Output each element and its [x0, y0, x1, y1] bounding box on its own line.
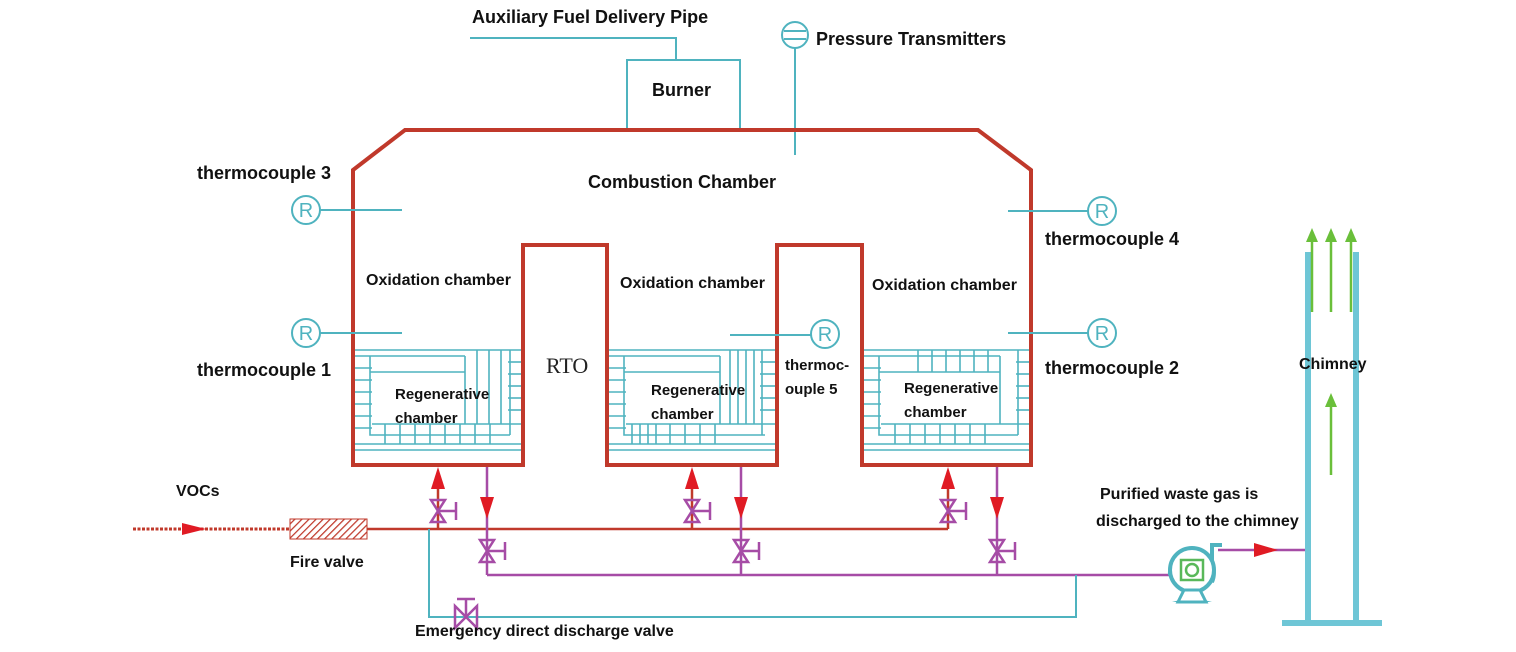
thermocouple-3-label: thermocouple 3 [197, 163, 331, 183]
svg-text:R: R [1095, 201, 1109, 223]
fire-valve-label: Fire valve [290, 554, 364, 571]
svg-text:R: R [1095, 323, 1109, 345]
inlet-flow-arrows [431, 467, 955, 489]
chimney-label: Chimney [1299, 356, 1367, 373]
pressure-transmitter-icon [781, 21, 809, 155]
fire-valve-icon [289, 518, 368, 540]
auxiliary-fuel-pipe-label: Auxiliary Fuel Delivery Pipe [472, 7, 708, 27]
burner-label: Burner [652, 80, 711, 100]
emergency-bypass-pipe [428, 529, 1077, 618]
oxidation-chamber-left-label: Oxidation chamber [366, 272, 511, 289]
thermocouple-1-icon: R [291, 318, 402, 348]
purified-gas-label-line2: discharged to the chimney [1096, 513, 1299, 530]
oxidation-chamber-middle-label: Oxidation chamber [620, 275, 765, 292]
thermocouple-4-label: thermocouple 4 [1045, 229, 1179, 249]
vocs-inlet-pipe [133, 480, 950, 540]
thermocouple-5-label-line2: ouple 5 [785, 381, 838, 398]
thermocouple-5-icon: R [730, 319, 840, 349]
purified-gas-label-line1: Purified waste gas is [1100, 486, 1258, 503]
auxiliary-fuel-pipe [470, 37, 677, 60]
outlet-valve-1-icon [477, 538, 507, 564]
thermocouple-5-label-line1: thermoc- [785, 357, 849, 374]
chimney-flow-arrows [1306, 228, 1357, 475]
outlet-flow-arrows [480, 497, 1278, 557]
svg-text:R: R [299, 200, 313, 222]
oxidation-chamber-right-label: Oxidation chamber [872, 277, 1017, 294]
regenerative-packing-right [864, 349, 1029, 451]
pressure-transmitters-label: Pressure Transmitters [816, 29, 1006, 49]
thermocouple-3-icon: R [291, 195, 402, 225]
regenerative-packing-middle [609, 349, 775, 451]
inlet-valve-3-icon [938, 498, 968, 524]
svg-text:R: R [299, 323, 313, 345]
emergency-valve-icon [453, 597, 479, 632]
chimney [1282, 252, 1382, 626]
regenerative-chamber-left-label-line2: chamber [395, 410, 458, 427]
regenerative-chamber-left-label-line1: Regenerative [395, 386, 489, 403]
vocs-label: VOCs [176, 483, 220, 500]
outlet-valve-2-icon [731, 538, 761, 564]
regenerative-chamber-middle-label-line1: Regenerative [651, 382, 745, 399]
regenerative-chamber-right-label-line2: chamber [904, 404, 967, 421]
rto-chamber-outline [351, 128, 1033, 467]
outlet-valve-3-icon [987, 538, 1017, 564]
thermocouple-4-icon: R [1008, 196, 1117, 226]
thermocouple-1-label: thermocouple 1 [197, 360, 331, 380]
regenerative-chamber-right-label-line1: Regenerative [904, 380, 998, 397]
burner [626, 59, 741, 130]
rto-label: RTO [546, 353, 588, 378]
exhaust-fan-icon [1167, 543, 1222, 604]
inlet-valve-2-icon [682, 498, 712, 524]
thermocouple-2-icon: R [1008, 318, 1117, 348]
inlet-valve-1-icon [428, 498, 458, 524]
emergency-valve-label: Emergency direct discharge valve [415, 623, 674, 640]
svg-text:R: R [818, 324, 832, 346]
regenerative-packing-left [355, 349, 521, 451]
thermocouple-2-label: thermocouple 2 [1045, 358, 1179, 378]
regenerative-chamber-middle-label-line2: chamber [651, 406, 714, 423]
combustion-chamber-label: Combustion Chamber [588, 172, 776, 192]
